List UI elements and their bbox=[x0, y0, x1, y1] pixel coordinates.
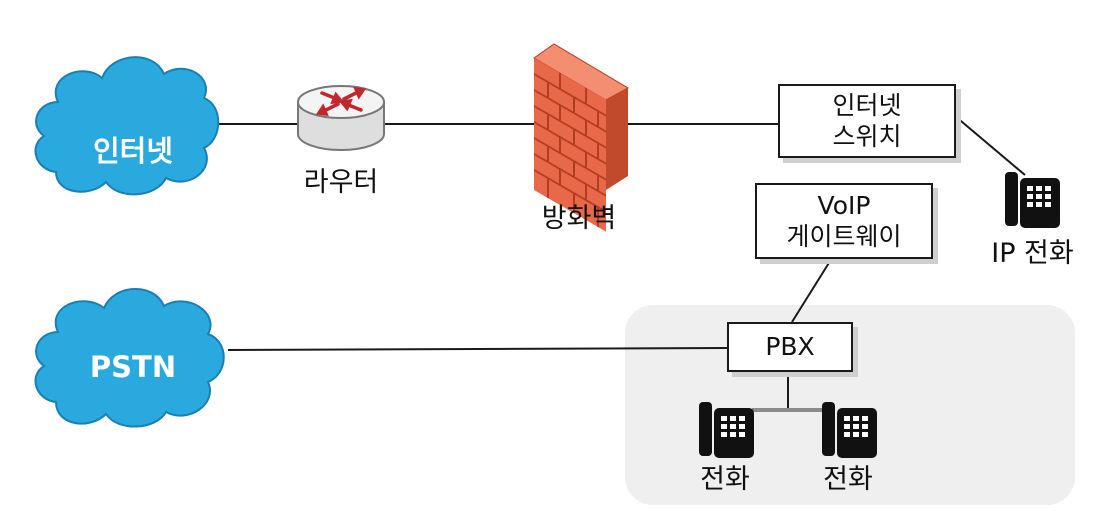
firewall-label: 방화벽 bbox=[541, 203, 617, 234]
gateway-label-line1: VoIP bbox=[817, 190, 871, 220]
voip-gateway-box: VoIP 게이트웨이 bbox=[755, 183, 933, 259]
phone-right-label: 전화 bbox=[823, 464, 873, 495]
internet-cloud-icon bbox=[34, 56, 220, 196]
phone-right-icon bbox=[822, 402, 877, 458]
firewall-icon bbox=[533, 43, 630, 232]
ip-phone-icon bbox=[1005, 172, 1060, 228]
gateway-label-line2: 게이트웨이 bbox=[786, 222, 902, 251]
switch-label-line2: 스위치 bbox=[832, 122, 902, 151]
switch-label-line1: 인터넷 bbox=[832, 90, 902, 120]
phone-left-label: 전화 bbox=[700, 464, 750, 495]
pbx-box: PBX bbox=[727, 322, 853, 372]
pstn-cloud-label: PSTN bbox=[89, 350, 177, 384]
ip-phone-label: IP 전화 bbox=[991, 238, 1074, 269]
phone-left-icon bbox=[699, 402, 754, 458]
link-switch-ipphone bbox=[954, 115, 1026, 176]
router-icon bbox=[297, 85, 385, 151]
link-gateway-pbx bbox=[791, 257, 833, 323]
pstn-cloud-icon bbox=[34, 288, 225, 428]
internet-cloud-label: 인터넷 bbox=[92, 134, 174, 168]
router-label: 라우터 bbox=[303, 167, 379, 198]
internet-switch-box: 인터넷 스위치 bbox=[778, 84, 956, 158]
pbx-label: PBX bbox=[765, 332, 815, 362]
link-pstn-pbx bbox=[227, 347, 728, 351]
